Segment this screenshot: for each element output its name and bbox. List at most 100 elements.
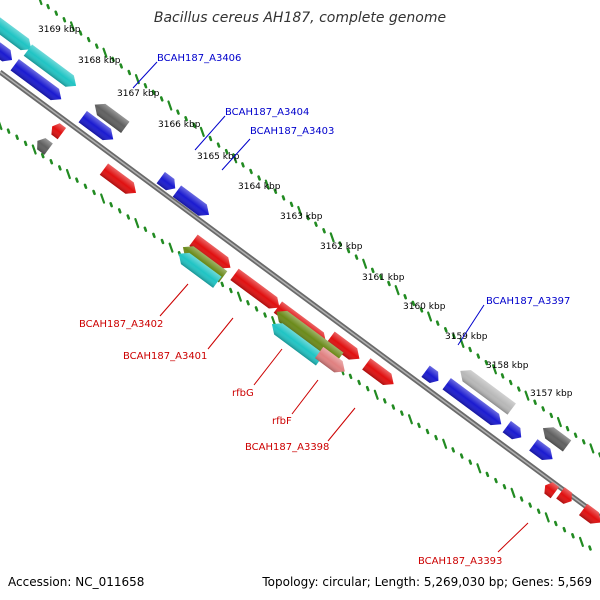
scale-tick [581,439,586,445]
scale-tick [484,359,489,366]
scale-tick [444,327,448,333]
scale-tick [271,316,277,327]
label-leaders [132,61,529,553]
gene-label-rfbG[interactable]: rfbG [232,388,254,399]
gene-blue-4[interactable] [442,378,506,430]
gene-label-a3403[interactable]: BCAH187_A3403 [250,126,334,137]
tick-label: 3157 kbp [530,389,573,399]
tick-label: 3167 kbp [117,89,160,99]
scale-tick [246,300,250,306]
tick-label: 3160 kbp [403,302,446,312]
gene-gray-2[interactable] [539,422,572,452]
gene-red-small-2[interactable] [541,480,559,499]
scale-labels: 3169 kbp 3168 kbp 3167 kbp 3166 kbp 3165… [38,25,573,399]
gene-red-small[interactable] [48,121,66,140]
gene-blue-a3404[interactable] [156,172,180,194]
gene-pink-a3398[interactable] [314,346,349,377]
scale-tick [373,389,379,400]
gene-red-5[interactable] [326,331,363,365]
scale-tick [365,385,370,392]
scale-tick [554,520,558,527]
scale-tick [571,533,575,539]
scale-tick [400,410,404,416]
gene-cyan-1[interactable] [0,9,35,55]
scale-tick [517,386,521,392]
scale-tick [544,512,550,523]
scale-tick [536,508,541,514]
scale-tick [216,142,221,148]
gene-gray-1[interactable] [91,99,130,133]
gene-blue-6[interactable] [529,439,557,465]
scale-tick [102,47,108,58]
gene-blue-1[interactable] [10,59,66,105]
tick-label: 3161 kbp [362,273,405,283]
scale-tick [533,399,537,405]
gene-label-a3393[interactable]: BCAH187_A3393 [418,556,502,567]
gene-cyan-rfbF[interactable] [268,319,325,366]
scale-tick [264,179,270,190]
gene-cyan-a3402[interactable] [175,248,222,288]
scale-tick [329,232,335,243]
gene-red-small-3[interactable] [556,487,576,507]
scale-tick [562,526,567,533]
gene-gray-small[interactable] [33,135,53,155]
gene-red-1[interactable] [99,163,140,198]
scale-tick [391,404,396,410]
gene-blue-5[interactable] [502,421,526,443]
gene-label-a3404[interactable]: BCAH187_A3404 [225,107,309,118]
scale-tick [152,232,156,239]
scale-tick [387,280,391,287]
outer-tick-track [38,0,600,458]
scale-tick [143,83,148,89]
scale-tick [192,122,196,128]
scale-tick [417,422,421,429]
scale-tick [528,502,532,508]
scale-tick [62,17,67,23]
gene-label-a3401[interactable]: BCAH187_A3401 [123,351,207,362]
scale-tick [314,221,318,227]
scale-tick [502,483,507,490]
scale-tick [510,487,516,498]
scale-tick [168,242,174,253]
scale-tick [143,226,148,232]
gene-blue-a3403[interactable] [172,185,213,220]
gene-red-2[interactable] [189,234,234,274]
scale-tick [75,177,79,183]
gene-blue-3[interactable] [421,365,442,387]
gene-label-a3398[interactable]: BCAH187_A3398 [245,442,329,453]
tick-label: 3169 kbp [38,25,81,35]
tick-label: 3164 kbp [238,182,281,192]
scale-tick [556,416,562,428]
scale-tick [109,201,113,208]
scale-tick [241,162,245,168]
gene-blue-a3406[interactable] [78,111,118,145]
scale-tick [159,96,164,102]
scale-tick [49,159,54,165]
scale-tick [176,109,180,115]
scale-tick [379,274,383,280]
scale-tick [357,379,361,386]
scale-tick [249,168,253,175]
gene-label-a3402[interactable]: BCAH187_A3402 [79,319,163,330]
scale-tick [362,258,368,269]
gene-red-edge[interactable] [578,503,600,528]
gene-cyan-2[interactable] [23,44,81,92]
scale-tick [451,447,455,453]
gene-red-6[interactable] [362,358,398,389]
tick-label: 3159 kbp [445,332,488,342]
scale-tick [485,471,490,478]
gene-label-a3397[interactable]: BCAH187_A3397 [486,296,570,307]
scale-tick [370,267,375,274]
gene-red-3[interactable] [230,268,283,314]
scale-tick [519,496,524,502]
genome-summary-text: Topology: circular; Length: 5,269,030 bp… [261,575,592,589]
gene-label-a3406[interactable]: BCAH187_A3406 [157,53,241,64]
scale-tick [23,140,28,147]
scale-tick [208,135,213,142]
tick-label: 3158 kbp [486,361,529,371]
scale-tick [220,281,225,288]
gene-gray-a3397[interactable] [456,365,516,415]
gene-label-rfbF[interactable]: rfbF [272,416,292,427]
gene-blue-edge[interactable] [0,42,16,65]
scale-tick [263,312,267,318]
